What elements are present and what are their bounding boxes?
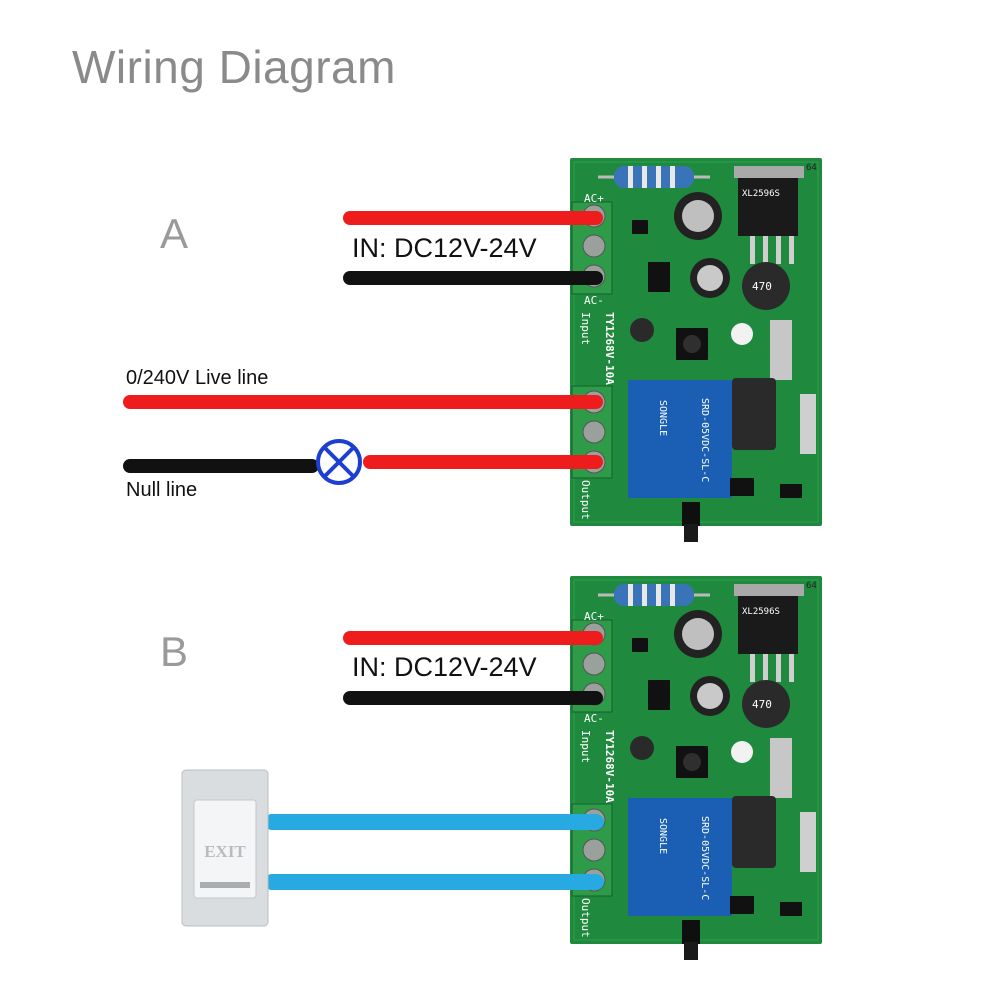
board-a-input: Input — [579, 312, 592, 345]
section-a-input-label: IN: DC12V-24V — [352, 233, 537, 263]
board-a-silkscreen: AC+ AC- Input TY1268V-10A Output SONGLE … — [579, 163, 817, 520]
board-a-brand: SONGLE — [657, 400, 668, 436]
live-line-label: 0/240V Live line — [126, 367, 269, 389]
board-a-ac-plus: AC+ — [584, 192, 604, 205]
page-title: Wiring Diagram — [72, 41, 396, 93]
board-b-input: Input — [579, 730, 592, 763]
board-b-silkscreen: AC+ AC- Input TY1268V-10A Output SONGLE … — [579, 581, 817, 938]
board-b-output: Output — [579, 898, 592, 938]
board-a-inductor: 470 — [752, 280, 772, 293]
board-a-corner: 64 — [806, 163, 817, 173]
board-a-ic: XL2596S — [742, 189, 780, 199]
board-a-ac-minus: AC- — [584, 294, 604, 307]
lamp-icon — [316, 439, 362, 485]
board-a-output: Output — [579, 480, 592, 520]
board-a-model: TY1268V-10A — [603, 312, 616, 385]
section-b-letter: B — [160, 628, 189, 675]
exit-button-device: EXIT — [181, 769, 269, 927]
board-b-ac-minus: AC- — [584, 712, 604, 725]
null-line-label: Null line — [126, 479, 198, 501]
board-b-inductor: 470 — [752, 698, 772, 711]
section-b-input-label: IN: DC12V-24V — [352, 652, 537, 682]
board-b-ac-plus: AC+ — [584, 610, 604, 623]
board-a-relay-text: SRD-05VDC-SL-C — [699, 398, 710, 482]
board-b-corner: 64 — [806, 581, 817, 591]
board-b-relay-text: SRD-05VDC-SL-C — [699, 816, 710, 900]
board-b-brand: SONGLE — [657, 818, 668, 854]
exit-label: EXIT — [204, 842, 246, 861]
board-b-model: TY1268V-10A — [603, 730, 616, 803]
board-b-ic: XL2596S — [742, 607, 780, 617]
section-a-letter: A — [160, 210, 189, 257]
